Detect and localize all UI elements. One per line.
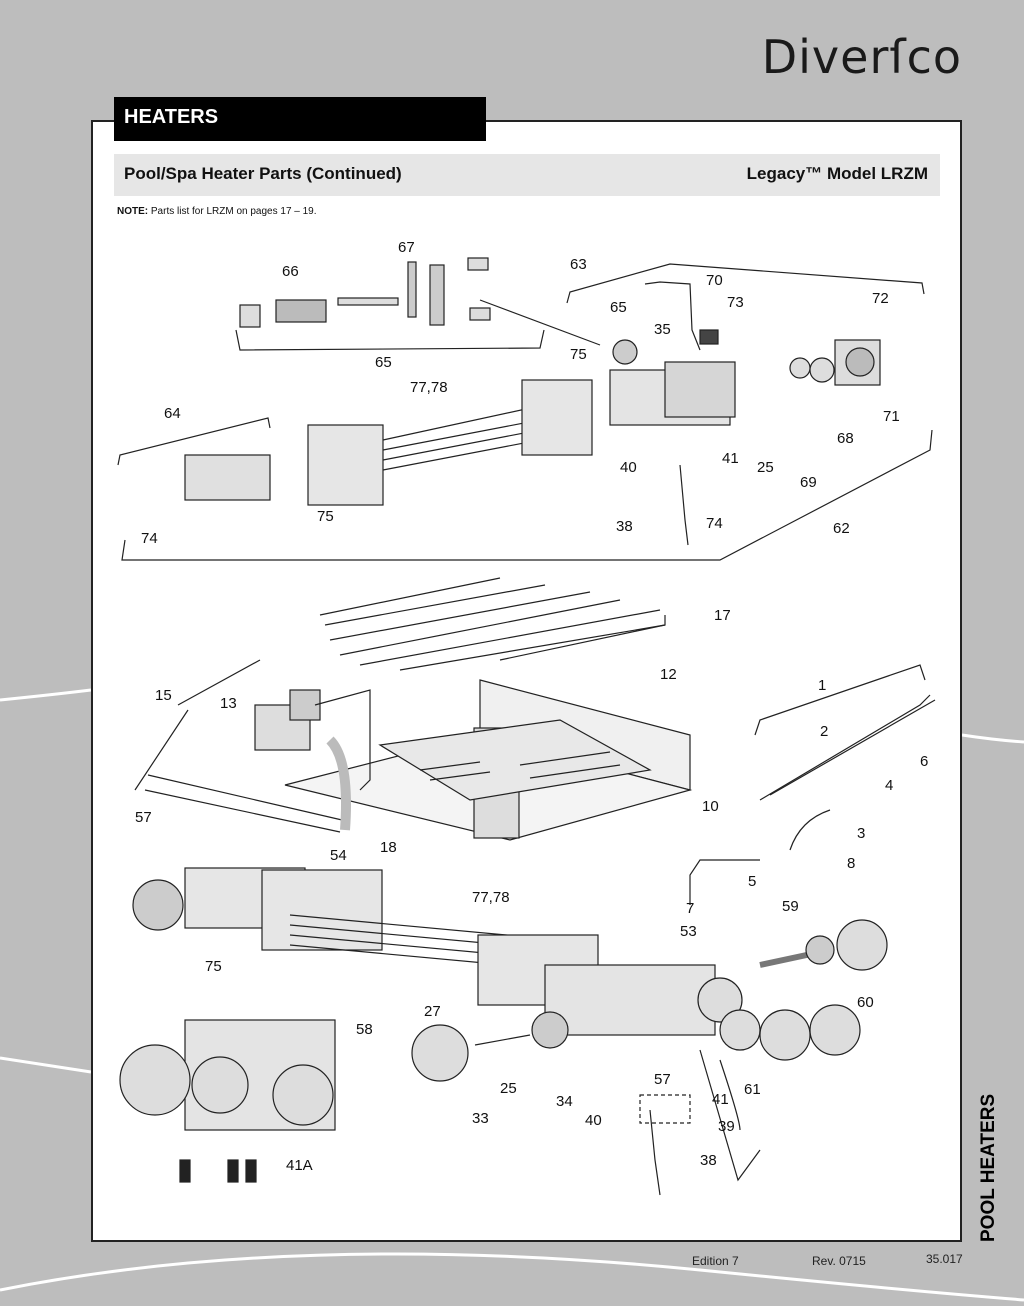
- callout-27: 27: [424, 1003, 441, 1020]
- callout-65b: 65: [610, 299, 627, 316]
- section-tab: HEATERS: [114, 97, 486, 141]
- callout-71: 71: [883, 408, 900, 425]
- callout-40: 40: [620, 459, 637, 476]
- callout-13: 13: [220, 695, 237, 712]
- callout-57b: 57: [654, 1071, 671, 1088]
- callout-72: 72: [872, 290, 889, 307]
- callout-25b: 25: [500, 1080, 517, 1097]
- callout-35: 35: [654, 321, 671, 338]
- callout-12: 12: [660, 666, 677, 683]
- callout-38b: 38: [700, 1152, 717, 1169]
- callout-62: 62: [833, 520, 850, 537]
- callout-41: 41: [722, 450, 739, 467]
- callout-70: 70: [706, 272, 723, 289]
- exploded-parts-diagram: 67 66 65 63 70 73 72 65 35 75 77,78 64 7…: [117, 239, 936, 1196]
- callout-41b: 41: [712, 1091, 729, 1108]
- callout-25: 25: [757, 459, 774, 476]
- callout-5: 5: [748, 873, 756, 890]
- note-text: Parts list for LRZM on pages 17 – 19.: [150, 206, 317, 217]
- callout-68: 68: [837, 430, 854, 447]
- callout-60: 60: [857, 994, 874, 1011]
- callout-41a: 41A: [286, 1157, 313, 1174]
- footer-rev: Rev. 0715: [812, 1254, 866, 1268]
- callout-10: 10: [702, 798, 719, 815]
- callout-77-78: 77,78: [410, 379, 448, 396]
- footer-page-number: 35.017: [926, 1252, 963, 1266]
- callout-63: 63: [570, 256, 587, 273]
- callout-74b: 74: [141, 530, 158, 547]
- callout-69: 69: [800, 474, 817, 491]
- callout-75b: 75: [317, 508, 334, 525]
- callout-4: 4: [885, 777, 893, 794]
- callout-77-78b: 77,78: [472, 889, 510, 906]
- callout-73: 73: [727, 294, 744, 311]
- callout-67: 67: [398, 239, 415, 256]
- callout-38: 38: [616, 518, 633, 535]
- callout-54: 54: [330, 847, 347, 864]
- callout-61: 61: [744, 1081, 761, 1098]
- callout-53: 53: [680, 923, 697, 940]
- callout-8: 8: [847, 855, 855, 872]
- callout-40b: 40: [585, 1112, 602, 1129]
- callout-75c: 75: [205, 958, 222, 975]
- callout-66: 66: [282, 263, 299, 280]
- page-title: Pool/Spa Heater Parts (Continued): [124, 164, 402, 183]
- callout-18: 18: [380, 839, 397, 856]
- footer-edition: Edition 7: [692, 1254, 739, 1268]
- callout-75: 75: [570, 346, 587, 363]
- note-label: NOTE:: [117, 206, 149, 217]
- callout-65: 65: [375, 354, 392, 371]
- callout-59: 59: [782, 898, 799, 915]
- callout-1: 1: [818, 677, 826, 694]
- callout-57: 57: [135, 809, 152, 826]
- side-label: POOL HEATERS: [978, 1093, 999, 1242]
- callout-7: 7: [686, 900, 694, 917]
- subheader-bar: Pool/Spa Heater Parts (Continued) Legacy…: [114, 154, 940, 196]
- callout-6: 6: [920, 753, 928, 770]
- note: NOTE: Parts list for LRZM on pages 17 – …: [117, 206, 317, 217]
- callout-39: 39: [718, 1118, 735, 1135]
- callout-58: 58: [356, 1021, 373, 1038]
- callout-3: 3: [857, 825, 865, 842]
- model-name: Legacy™ Model LRZM: [746, 164, 928, 183]
- brand-logo: Diverſco: [761, 30, 962, 84]
- callout-2: 2: [820, 723, 828, 740]
- callout-74: 74: [706, 515, 723, 532]
- callout-15: 15: [155, 687, 172, 704]
- callout-34: 34: [556, 1093, 573, 1110]
- callout-17: 17: [714, 607, 731, 624]
- callout-64: 64: [164, 405, 181, 422]
- callout-33: 33: [472, 1110, 489, 1127]
